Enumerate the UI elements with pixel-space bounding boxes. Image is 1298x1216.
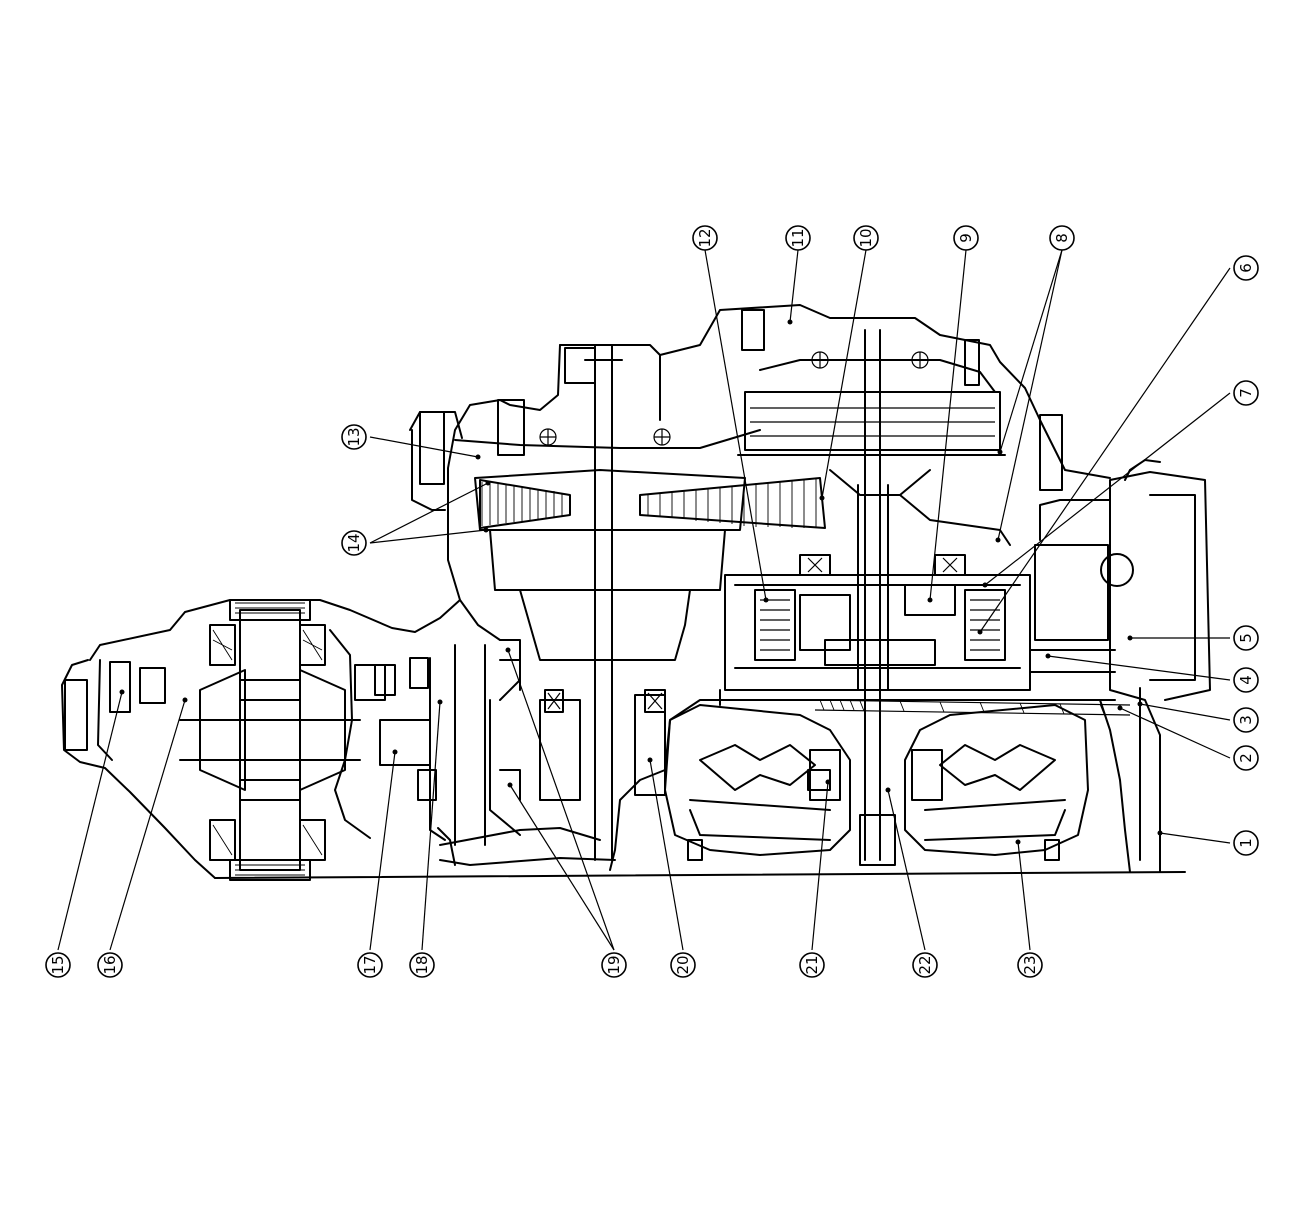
- callout-7-label: 7: [1237, 388, 1255, 398]
- callout-2-circle: [1233, 745, 1259, 771]
- callout-1: 1: [1233, 830, 1259, 856]
- callout-9: 9: [953, 225, 979, 251]
- callout-13-circle: [341, 424, 367, 450]
- callout-2-label: 2: [1237, 753, 1255, 763]
- callout-6: 6: [1233, 255, 1259, 281]
- callout-8-label: 8: [1053, 233, 1071, 243]
- secondary-pulley: [737, 309, 1011, 861]
- callout-leaders: [57, 249, 1231, 951]
- callout-16-circle: [97, 952, 123, 978]
- callout-16: 16: [97, 952, 123, 978]
- callout-18-circle: [409, 952, 435, 978]
- callout-22-label: 22: [916, 955, 934, 974]
- callout-12-circle: [692, 225, 718, 251]
- callout-20-circle: [670, 952, 696, 978]
- callout-18-label: 18: [413, 955, 431, 974]
- callout-7-circle: [1233, 380, 1259, 406]
- callout-12-label: 12: [696, 228, 714, 247]
- callout-17: 17: [357, 952, 383, 978]
- callout-22: 22: [912, 952, 938, 978]
- callout-5-label: 5: [1237, 633, 1255, 643]
- callout-19: 19: [601, 952, 627, 978]
- callout-9-circle: [953, 225, 979, 251]
- callout-14-label: 14: [345, 533, 363, 552]
- callout-9-label: 9: [957, 233, 975, 243]
- callout-22-circle: [912, 952, 938, 978]
- primary-pulley: [419, 344, 826, 861]
- callout-1-label: 1: [1237, 838, 1255, 848]
- callout-19-circle: [601, 952, 627, 978]
- callout-6-label: 6: [1237, 263, 1255, 273]
- callout-8: 8: [1049, 225, 1075, 251]
- callout-20: 20: [670, 952, 696, 978]
- callout-11-circle: [785, 225, 811, 251]
- oil-pump-assembly: [1029, 414, 1196, 681]
- callout-16-label: 16: [101, 955, 119, 974]
- torque-converter: [664, 704, 1089, 866]
- callout-20-label: 20: [674, 955, 692, 974]
- callout-13: 13: [341, 424, 367, 450]
- forward-reverse-clutch-assembly: [719, 554, 1116, 706]
- callout-18: 18: [409, 952, 435, 978]
- callout-21-label: 21: [803, 955, 821, 974]
- callout-11-label: 11: [789, 228, 807, 247]
- callout-13-label: 13: [345, 427, 363, 446]
- callout-12: 12: [692, 225, 718, 251]
- callout-21-circle: [799, 952, 825, 978]
- callout-23-circle: [1017, 952, 1043, 978]
- callout-2: 2: [1233, 745, 1259, 771]
- callout-15-circle: [45, 952, 71, 978]
- callout-5: 5: [1233, 625, 1259, 651]
- callout-14-circle: [341, 530, 367, 556]
- callout-11: 11: [785, 225, 811, 251]
- callout-21: 21: [799, 952, 825, 978]
- callout-23-label: 23: [1021, 955, 1039, 974]
- callout-10-label: 10: [857, 228, 875, 247]
- callout-15-label: 15: [49, 955, 67, 974]
- differential-assembly: [64, 599, 386, 881]
- callout-labels: 1 2 3 4 5 6 7 8: [45, 225, 1259, 978]
- callout-10: 10: [853, 225, 879, 251]
- callout-14: 14: [341, 530, 367, 556]
- callout-19-label: 19: [605, 955, 623, 974]
- callout-3-circle: [1233, 707, 1259, 733]
- callout-23: 23: [1017, 952, 1043, 978]
- callout-10-circle: [853, 225, 879, 251]
- callout-5-circle: [1233, 625, 1259, 651]
- callout-4-circle: [1233, 667, 1259, 693]
- callout-15: 15: [45, 952, 71, 978]
- callout-17-label: 17: [361, 955, 379, 974]
- callout-1-circle: [1233, 830, 1259, 856]
- callout-3: 3: [1233, 707, 1259, 733]
- callout-4: 4: [1233, 667, 1259, 693]
- callout-7: 7: [1233, 380, 1259, 406]
- callout-8-circle: [1049, 225, 1075, 251]
- callout-17-circle: [357, 952, 383, 978]
- drive-belt: [481, 478, 817, 528]
- countershaft-gears: [374, 639, 666, 866]
- callout-3-label: 3: [1237, 715, 1255, 725]
- callout-4-label: 4: [1237, 675, 1255, 685]
- callout-6-circle: [1233, 255, 1259, 281]
